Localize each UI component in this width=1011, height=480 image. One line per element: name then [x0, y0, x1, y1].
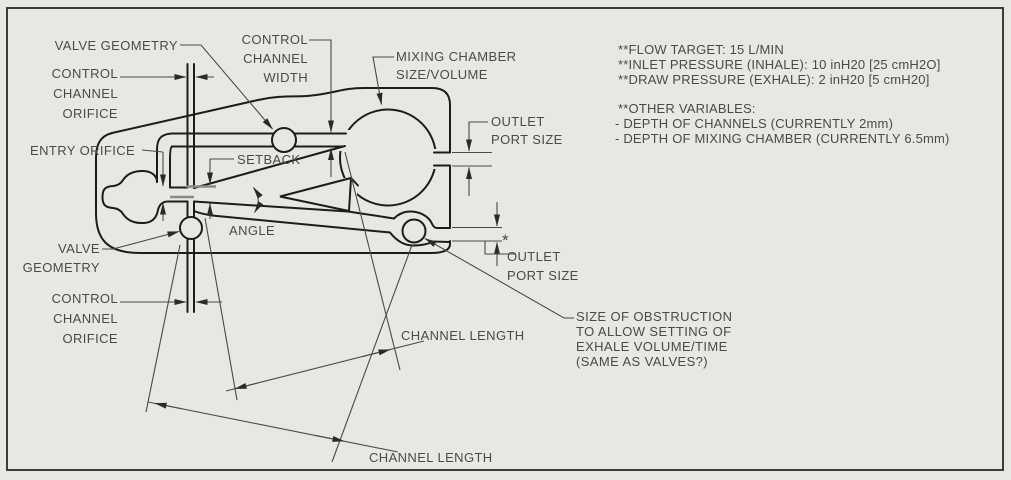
inlet-valve-bulb	[101, 169, 189, 225]
control-channel-valve-circle	[271, 127, 297, 153]
mixing-chamber-leader	[372, 56, 394, 105]
note-depth-mixing-chamber: - DEPTH OF MIXING CHAMBER (CURRENTLY 6.5…	[615, 131, 950, 146]
angle-arc	[253, 187, 264, 213]
dimension-work	[102, 39, 574, 463]
label-size-of-obstruction: SIZE OF OBSTRUCTION TO ALLOW SETTING OF …	[576, 309, 733, 369]
label-control-channel-width: CONTROL CHANNEL WIDTH	[241, 32, 308, 85]
label-setback: SETBACK	[237, 152, 301, 167]
label-angle: ANGLE	[229, 223, 276, 238]
cl-lower-dim-line	[147, 401, 399, 453]
cl-upper-ext-left	[204, 217, 238, 401]
outlet-lower-ext-lines	[452, 226, 502, 242]
label-control-channel-orifice-top: CONTROL CHANNEL ORIFICE	[51, 66, 118, 121]
label-mixing-chamber: MIXING CHAMBER SIZE/VOLUME	[396, 49, 517, 82]
internal-channels	[101, 63, 451, 313]
label-entry-orifice: ENTRY ORIFICE	[30, 143, 136, 158]
note-inlet-pressure: **INLET PRESSURE (INHALE): 10 inH20 [25 …	[618, 57, 941, 72]
note-flow-target: **FLOW TARGET: 15 L/MIN	[618, 42, 784, 57]
note-draw-pressure: **DRAW PRESSURE (EXHALE): 2 inH20 [5 cmH…	[618, 72, 930, 87]
cl-upper-arrow-right	[361, 349, 391, 358]
design-notes: **FLOW TARGET: 15 L/MIN **INLET PRESSURE…	[615, 42, 1011, 146]
lower-valve-geometry-circle	[179, 216, 203, 240]
note-depth-channels: - DEPTH OF CHANNELS (CURRENTLY 2mm)	[615, 116, 894, 131]
label-control-channel-orifice-bottom: CONTROL CHANNEL ORIFICE	[51, 291, 118, 346]
note-other-variables: **OTHER VARIABLES:	[618, 101, 756, 116]
drawing-border-frame	[6, 7, 1004, 471]
valve-geometry-bottom-leader	[102, 230, 180, 250]
label-channel-length-lower: CHANNEL LENGTH	[369, 450, 493, 465]
label-outlet-port-size-upper: OUTLET PORT SIZE	[491, 114, 563, 147]
tee-inner	[169, 145, 173, 189]
cl-upper-ext-right	[344, 151, 401, 371]
outlet-upper-bracket	[468, 121, 488, 126]
ccw-bracket	[309, 39, 332, 100]
label-outlet-port-size-lower: OUTLET PORT SIZE	[507, 249, 579, 283]
chamber-openings	[336, 130, 448, 199]
label-valve-geometry-top: VALVE GEOMETRY	[54, 38, 178, 53]
cl-lower-ext-right	[331, 244, 413, 463]
obstruction-leader	[424, 238, 574, 319]
valve-geometry-top-leader	[180, 44, 273, 130]
notes-gap	[618, 87, 1011, 101]
circular-features	[179, 127, 427, 244]
diffuser-upper-wall	[193, 145, 346, 189]
cl-lower-arrow-right	[315, 435, 345, 442]
wedge-splitter	[279, 176, 353, 213]
ghost-reference-bars	[170, 185, 216, 199]
label-valve-geometry-bottom: VALVE GEOMETRY	[22, 241, 100, 275]
cl-lower-arrow-left	[154, 402, 183, 410]
upper-outlet-channel	[433, 151, 451, 167]
outlet-upper-ext-lines	[452, 151, 492, 167]
label-channel-length-upper: CHANNEL LENGTH	[401, 328, 525, 343]
cl-upper-dim-line	[225, 340, 425, 392]
tee-outer	[156, 132, 173, 183]
cl-upper-arrow-left	[234, 382, 259, 390]
obstruction-circle	[401, 218, 427, 244]
label-outlet-asterisk: *	[502, 231, 509, 250]
outlet-lower-bracket	[484, 241, 516, 255]
cl-lower-ext-left	[145, 244, 181, 413]
lower-channel-upper-wall	[193, 200, 451, 229]
entry-orifice-leader	[141, 149, 164, 153]
